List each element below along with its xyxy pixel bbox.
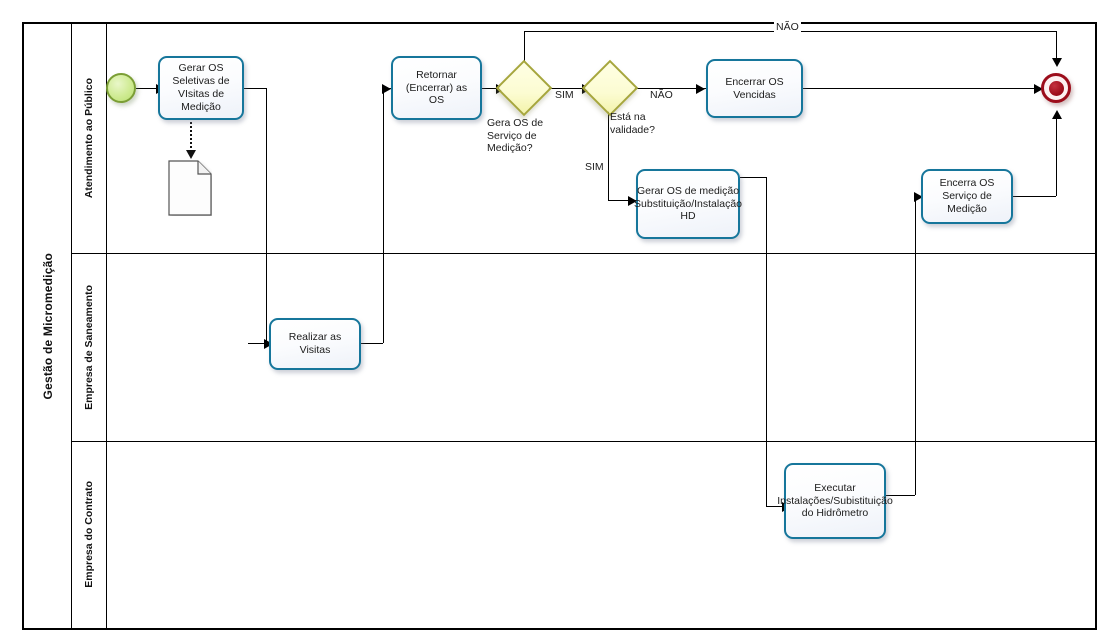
flow-arrow-into-encerra-os-servico xyxy=(914,191,923,202)
flow-label-sim-validade: SIM xyxy=(583,161,606,173)
flow-executar-instalacoes-right xyxy=(886,495,915,496)
lane-label-atendimento: Atendimento ao Público xyxy=(83,78,95,199)
flow-encerra-os-servico-right xyxy=(1013,196,1056,197)
data-object[interactable] xyxy=(168,160,212,216)
task-retornar-encerrar-os-label: Retornar (Encerrar) as OS xyxy=(405,68,468,107)
flow-gateway1-sim-to-gateway2 xyxy=(544,88,590,89)
task-realizar-visitas[interactable]: Realizar as Visitas xyxy=(269,318,361,370)
lane-empresa-do-contrato: Empresa do Contrato xyxy=(72,441,1099,628)
flow-label-nao-top: NÃO xyxy=(774,21,801,33)
flow-gateway2-nao-right xyxy=(630,88,706,89)
lane-label-column-saneamento: Empresa de Saneamento xyxy=(72,253,107,441)
flow-retornar-to-gateway1 xyxy=(482,88,504,89)
gateway-esta-na-validade-text: Está na validade? xyxy=(610,111,655,136)
lane-label-column-atendimento: Atendimento ao Público xyxy=(72,24,107,253)
flow-encerra-os-servico-up xyxy=(1056,112,1057,196)
task-executar-instalacoes-label: Executar Instalações/Subistituição do Hi… xyxy=(777,481,893,520)
flow-encerrar-vencidas-to-end xyxy=(803,88,1042,89)
lane-atendimento-ao-publico: Atendimento ao Público xyxy=(72,24,1099,253)
flow-arrow-gateway1-nao-to-end xyxy=(1051,58,1062,67)
association-gerar-os-to-data-object xyxy=(190,122,192,152)
task-retornar-encerrar-os[interactable]: Retornar (Encerrar) as OS xyxy=(391,56,482,120)
lane-label-column-contrato: Empresa do Contrato xyxy=(72,441,107,628)
lane-label-saneamento: Empresa de Saneamento xyxy=(83,284,95,410)
lane-empresa-de-saneamento: Empresa de Saneamento xyxy=(72,253,1099,441)
flow-realizar-visitas-up xyxy=(383,88,384,343)
end-event[interactable] xyxy=(1041,73,1071,103)
flow-arrow-gateway2-sim xyxy=(628,195,637,206)
flow-arrow-encerrar-vencidas-to-end xyxy=(1034,83,1043,94)
flow-executar-instalacoes-up xyxy=(915,196,916,495)
flow-gerar-os-down xyxy=(266,88,267,343)
association-arrow-data-object xyxy=(186,150,196,159)
flow-into-executar-instalacoes xyxy=(766,506,784,507)
task-executar-instalacoes[interactable]: Executar Instalações/Subistituição do Hi… xyxy=(777,463,893,539)
lane-separator-1 xyxy=(72,253,1095,254)
flow-gateway2-sim-right xyxy=(608,200,636,201)
task-encerra-os-servico-medicao[interactable]: Encerra OS Serviço de Medição xyxy=(921,169,1013,224)
flow-gerar-os-right-stub xyxy=(243,88,266,89)
gateway-gera-os-servico-text: Gera OS de Serviço de Medição? xyxy=(487,117,544,155)
flow-gateway1-nao-up xyxy=(524,31,525,62)
flow-arrow-into-retornar-os xyxy=(382,83,391,94)
flow-label-sim-gera-os: SIM xyxy=(553,89,576,101)
task-encerrar-os-vencidas-label: Encerrar OS Vencidas xyxy=(725,75,784,101)
task-gerar-os-seletivas-label: Gerar OS Seletivas de VIsitas de Medição xyxy=(172,62,230,113)
flow-arrow-into-realizar-visitas xyxy=(264,338,273,349)
start-event[interactable] xyxy=(106,73,136,103)
flow-gateway2-sim-down xyxy=(608,108,609,200)
pool-label-column: Gestão de Micromedição xyxy=(24,24,72,628)
pool-title: Gestão de Micromedição xyxy=(40,252,55,400)
task-gerar-os-medicao-substituicao-label: Gerar OS de medição Substituição/Instala… xyxy=(634,184,742,223)
gateway-gera-os-servico-label: Gera OS de Serviço de Medição? xyxy=(487,117,553,155)
lane-label-contrato: Empresa do Contrato xyxy=(83,481,95,588)
flow-into-realizar-visitas xyxy=(248,343,266,344)
task-gerar-os-seletivas[interactable]: Gerar OS Seletivas de VIsitas de Medição xyxy=(158,56,244,120)
flow-realizar-visitas-right xyxy=(361,343,383,344)
task-gerar-os-medicao-substituicao[interactable]: Gerar OS de medição Substituição/Instala… xyxy=(634,169,742,239)
flow-gerar-os-medicao-right xyxy=(740,177,766,178)
pool-gestao-de-micromedicao: Gestão de Micromedição Atendimento ao Pú… xyxy=(22,22,1097,630)
flow-start-to-gerar-os xyxy=(136,88,158,89)
flow-gateway1-nao-down-to-end xyxy=(1056,31,1057,65)
flow-gerar-os-medicao-down xyxy=(766,177,767,506)
gateway-esta-na-validade-label: Está na validade? xyxy=(610,111,664,136)
lane-separator-2 xyxy=(72,441,1095,442)
task-realizar-visitas-label: Realizar as Visitas xyxy=(288,331,342,356)
flow-arrow-gateway2-nao xyxy=(696,83,705,94)
task-encerra-os-servico-medicao-label: Encerra OS Serviço de Medição xyxy=(939,177,995,215)
flow-arrow-encerra-os-servico-to-end xyxy=(1051,110,1062,119)
task-encerrar-os-vencidas[interactable]: Encerrar OS Vencidas xyxy=(706,59,803,118)
flow-label-nao-validade: NÃO xyxy=(648,89,675,101)
